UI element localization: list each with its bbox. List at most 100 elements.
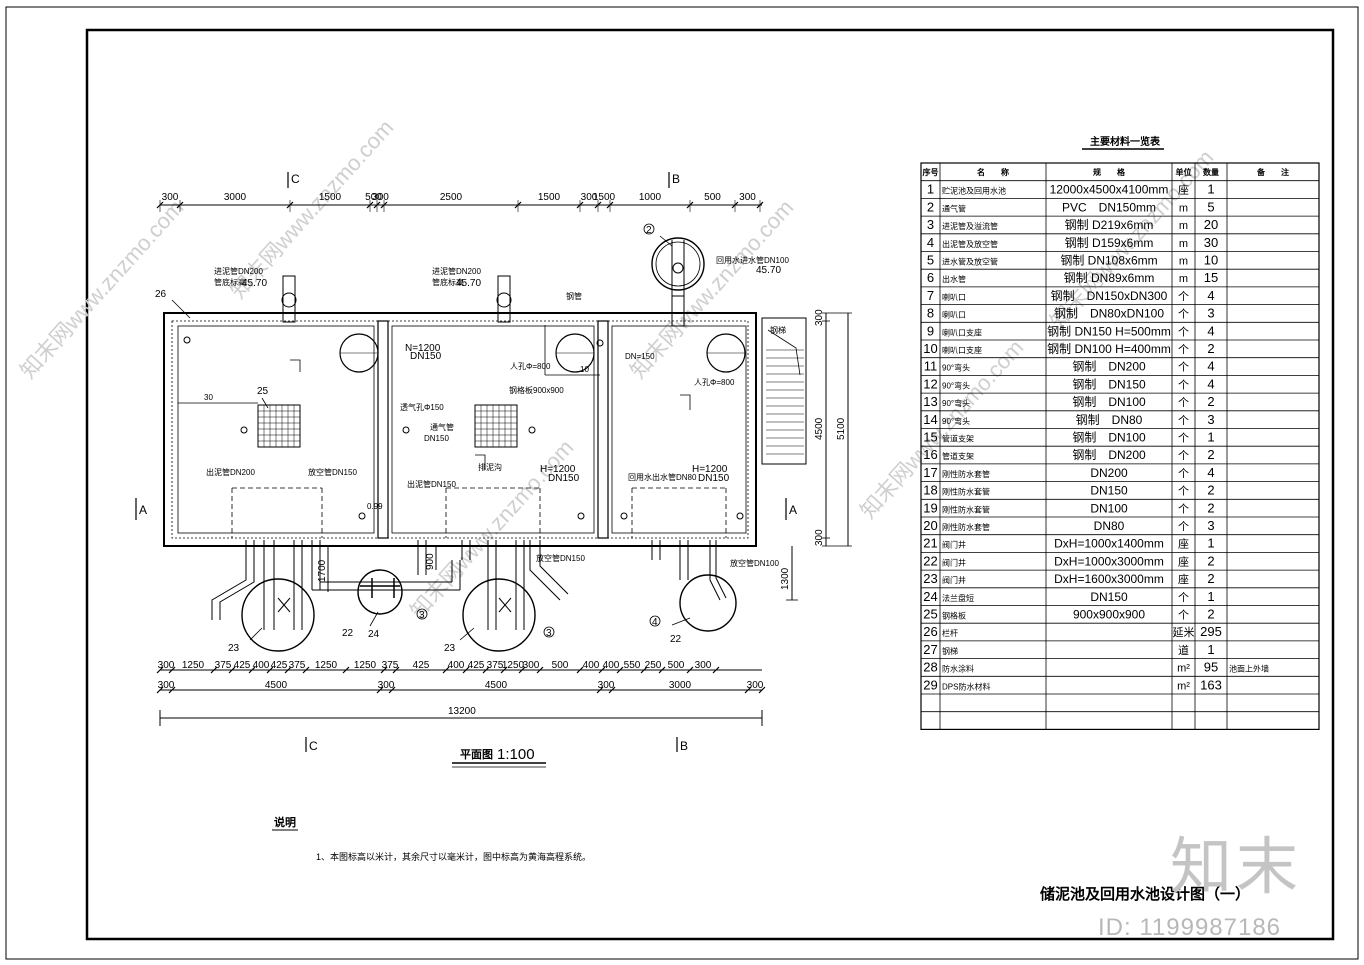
- table-cell-0-1: 贮泥池及回用水池: [942, 186, 1006, 196]
- bottom-dim-r1-7: 1250: [315, 660, 338, 671]
- label-drain: 排泥沟: [478, 462, 502, 472]
- callout-2: 2: [646, 225, 652, 236]
- section-mark-a-left: A: [139, 503, 147, 517]
- table-cell-13-4: 3: [1207, 412, 1214, 427]
- table-cell-1-4: 5: [1207, 199, 1214, 214]
- bottom-dim-r1-20: 250: [645, 660, 662, 671]
- section-mark-c-bottom: C: [309, 739, 318, 753]
- table-cell-22-0: 23: [923, 571, 937, 586]
- steel-stair: [761, 317, 807, 465]
- bottom-dim-r1-22: 300: [695, 660, 712, 671]
- table-cell-7-3: 个: [1178, 308, 1189, 321]
- callout-3-left: 3: [419, 610, 425, 621]
- table-cell-2-4: 20: [1204, 217, 1218, 232]
- table-cell-13-2: 钢制 DN80: [1076, 413, 1143, 427]
- table-cell-8-4: 4: [1207, 323, 1214, 338]
- label-dn150-1: DN150: [410, 351, 442, 362]
- label-dim-10: 10: [580, 365, 589, 374]
- table-cell-9-4: 2: [1207, 341, 1214, 356]
- table-cell-7-2: 钢制 DN80xDN100: [1054, 307, 1164, 321]
- table-cell-12-2: 钢制 DN100: [1072, 395, 1146, 409]
- bottom-dim-r1-21: 500: [668, 660, 685, 671]
- table-cell-22-4: 2: [1207, 571, 1214, 586]
- table-cell-18-3: 个: [1178, 502, 1189, 515]
- bottom-dim-r2-4: 300: [598, 680, 615, 691]
- table-cell-12-4: 2: [1207, 394, 1214, 409]
- label-dim-30: 30: [204, 393, 213, 402]
- table-cell-4-1: 进水管及放空管: [942, 257, 998, 267]
- table-cell-6-3: 个: [1178, 290, 1189, 303]
- table-cell-28-0: 29: [923, 677, 937, 692]
- label-overflow-1: 放空管DN150: [308, 467, 357, 477]
- table-cell-22-3: 座: [1178, 572, 1189, 586]
- table-cell-10-2: 钢制 DN200: [1072, 360, 1146, 374]
- table-cell-12-0: 13: [923, 394, 937, 409]
- table-cell-19-4: 3: [1207, 518, 1214, 533]
- table-cell-1-2: PVC DN150mm: [1062, 200, 1156, 214]
- top-dim-7: 300: [581, 192, 598, 203]
- top-dim-6: 1500: [538, 192, 561, 203]
- table-cell-2-0: 3: [927, 217, 934, 232]
- plan-view: C B: [135, 172, 852, 768]
- table-cell-14-3: 个: [1178, 432, 1189, 445]
- table-cell-8-0: 9: [927, 323, 934, 338]
- table-cell-18-0: 19: [923, 500, 937, 515]
- table-cell-17-2: DN150: [1090, 484, 1128, 498]
- side-dim-1300: 1300: [780, 567, 791, 590]
- grate-1: [257, 404, 301, 448]
- table-cell-27-4: 95: [1204, 660, 1218, 675]
- label-stair: 钢梯: [770, 325, 786, 335]
- top-dim-3: 500: [365, 192, 382, 203]
- table-header-1: 名 称: [977, 167, 1009, 177]
- outer-border: [5, 6, 1359, 960]
- table-cell-20-4: 1: [1207, 536, 1214, 551]
- table-cell-23-2: DN150: [1090, 590, 1128, 604]
- table-cell-28-1: DPS防水材料: [942, 681, 990, 691]
- callout-22-left: 22: [342, 628, 354, 639]
- bottom-dim-r2-6: 300: [747, 680, 764, 691]
- drawing-title: 储泥池及回用水池设计图（一）: [1040, 885, 1250, 903]
- table-header-3: 单位: [1176, 167, 1192, 177]
- label-outlet-3: 回用水出水管DN80: [628, 472, 697, 482]
- table-cell-8-3: 个: [1178, 325, 1189, 338]
- top-dim-5: 2500: [440, 192, 463, 203]
- side-dim-900: 900: [425, 553, 436, 570]
- table-cell-13-0: 14: [923, 412, 937, 427]
- table-cell-14-1: 管道支架: [942, 434, 974, 444]
- bottom-dim-r1-9: 375: [382, 660, 399, 671]
- label-n1200: N=1200: [405, 343, 441, 354]
- bottom-dim-r1-5: 425: [271, 660, 288, 671]
- table-cell-17-0: 18: [923, 483, 937, 498]
- table-cell-27-1: 防水涂料: [942, 664, 974, 674]
- label-hole150: 透气孔Φ150: [400, 402, 444, 412]
- table-cell-0-2: 12000x4500x4100mm: [1050, 183, 1169, 197]
- table-cell-5-1: 出水管: [942, 274, 966, 284]
- callout-25: 25: [257, 386, 269, 397]
- bottom-dim-r1-14: 1250: [502, 660, 525, 671]
- bottom-dim-r1-15: 300: [523, 660, 540, 671]
- label-outlet-2: 出泥管DN150: [407, 479, 456, 489]
- table-cell-23-3: 个: [1178, 591, 1189, 604]
- label-dn150-3: DN150: [548, 473, 580, 484]
- top-dim-9: 1000: [639, 192, 662, 203]
- table-cell-3-4: 30: [1204, 235, 1218, 250]
- table-cell-5-2: 钢制 DN89x6mm: [1064, 271, 1155, 285]
- label-grate: 钢格板900x900: [509, 385, 564, 395]
- label-dim-099: 0.99: [367, 502, 383, 511]
- table-cell-27-3: m²: [1177, 663, 1190, 675]
- table-cell-16-0: 17: [923, 465, 937, 480]
- section-mark-b-bottom: B: [680, 739, 688, 753]
- bottom-dim-r1-17: 400: [583, 660, 600, 671]
- top-dim-11: 300: [739, 192, 756, 203]
- top-dim-1: 3000: [224, 192, 247, 203]
- bottom-dim-r2-0: 300: [158, 680, 175, 691]
- notes-heading: 说明: [274, 815, 296, 829]
- table-cell-3-1: 出泥管及放空管: [942, 239, 998, 249]
- table-cell-20-1: 阀门井: [942, 540, 966, 550]
- table-cell-20-3: 座: [1178, 537, 1189, 551]
- table-cell-16-2: DN200: [1090, 466, 1128, 480]
- table-cell-3-0: 4: [927, 235, 934, 250]
- table-cell-24-1: 钢格板: [942, 611, 966, 621]
